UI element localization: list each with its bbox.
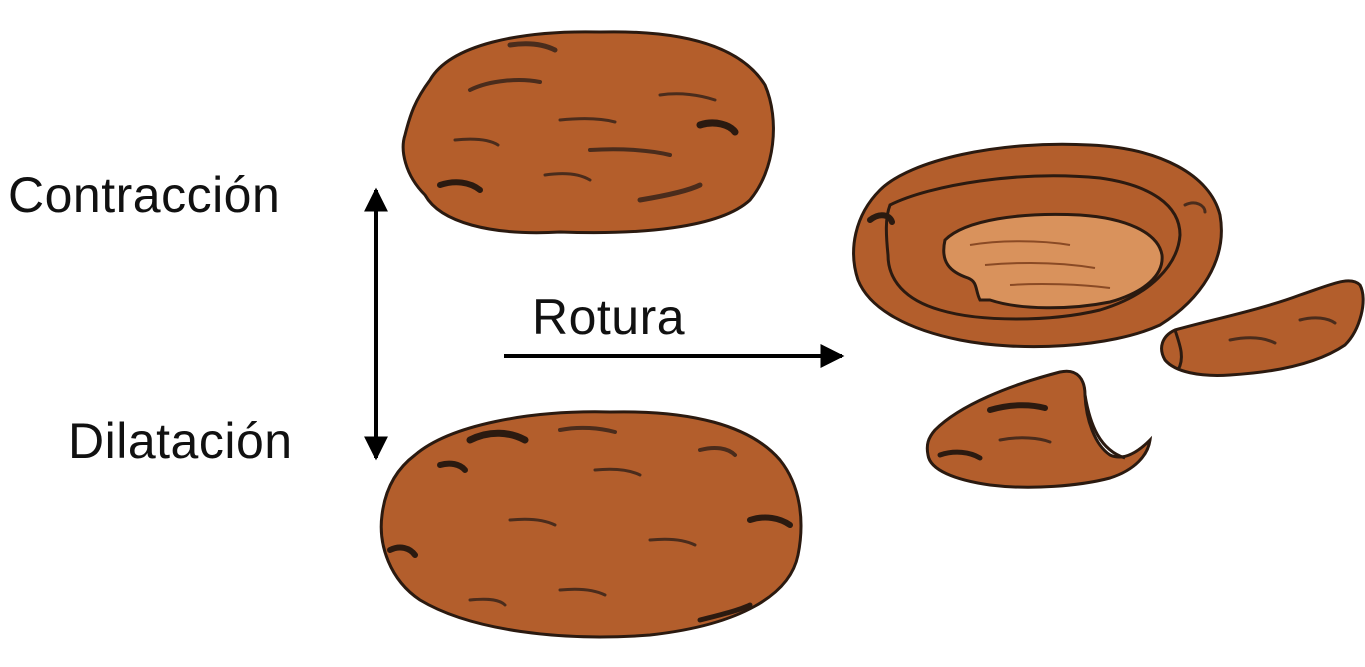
label-contraction: Contracción	[8, 170, 280, 220]
rock-contracted	[403, 32, 773, 233]
label-rupture: Rotura	[532, 292, 685, 342]
rock-fragments	[854, 144, 1364, 487]
rock-dilated	[381, 412, 801, 637]
label-dilation: Dilatación	[68, 416, 293, 466]
